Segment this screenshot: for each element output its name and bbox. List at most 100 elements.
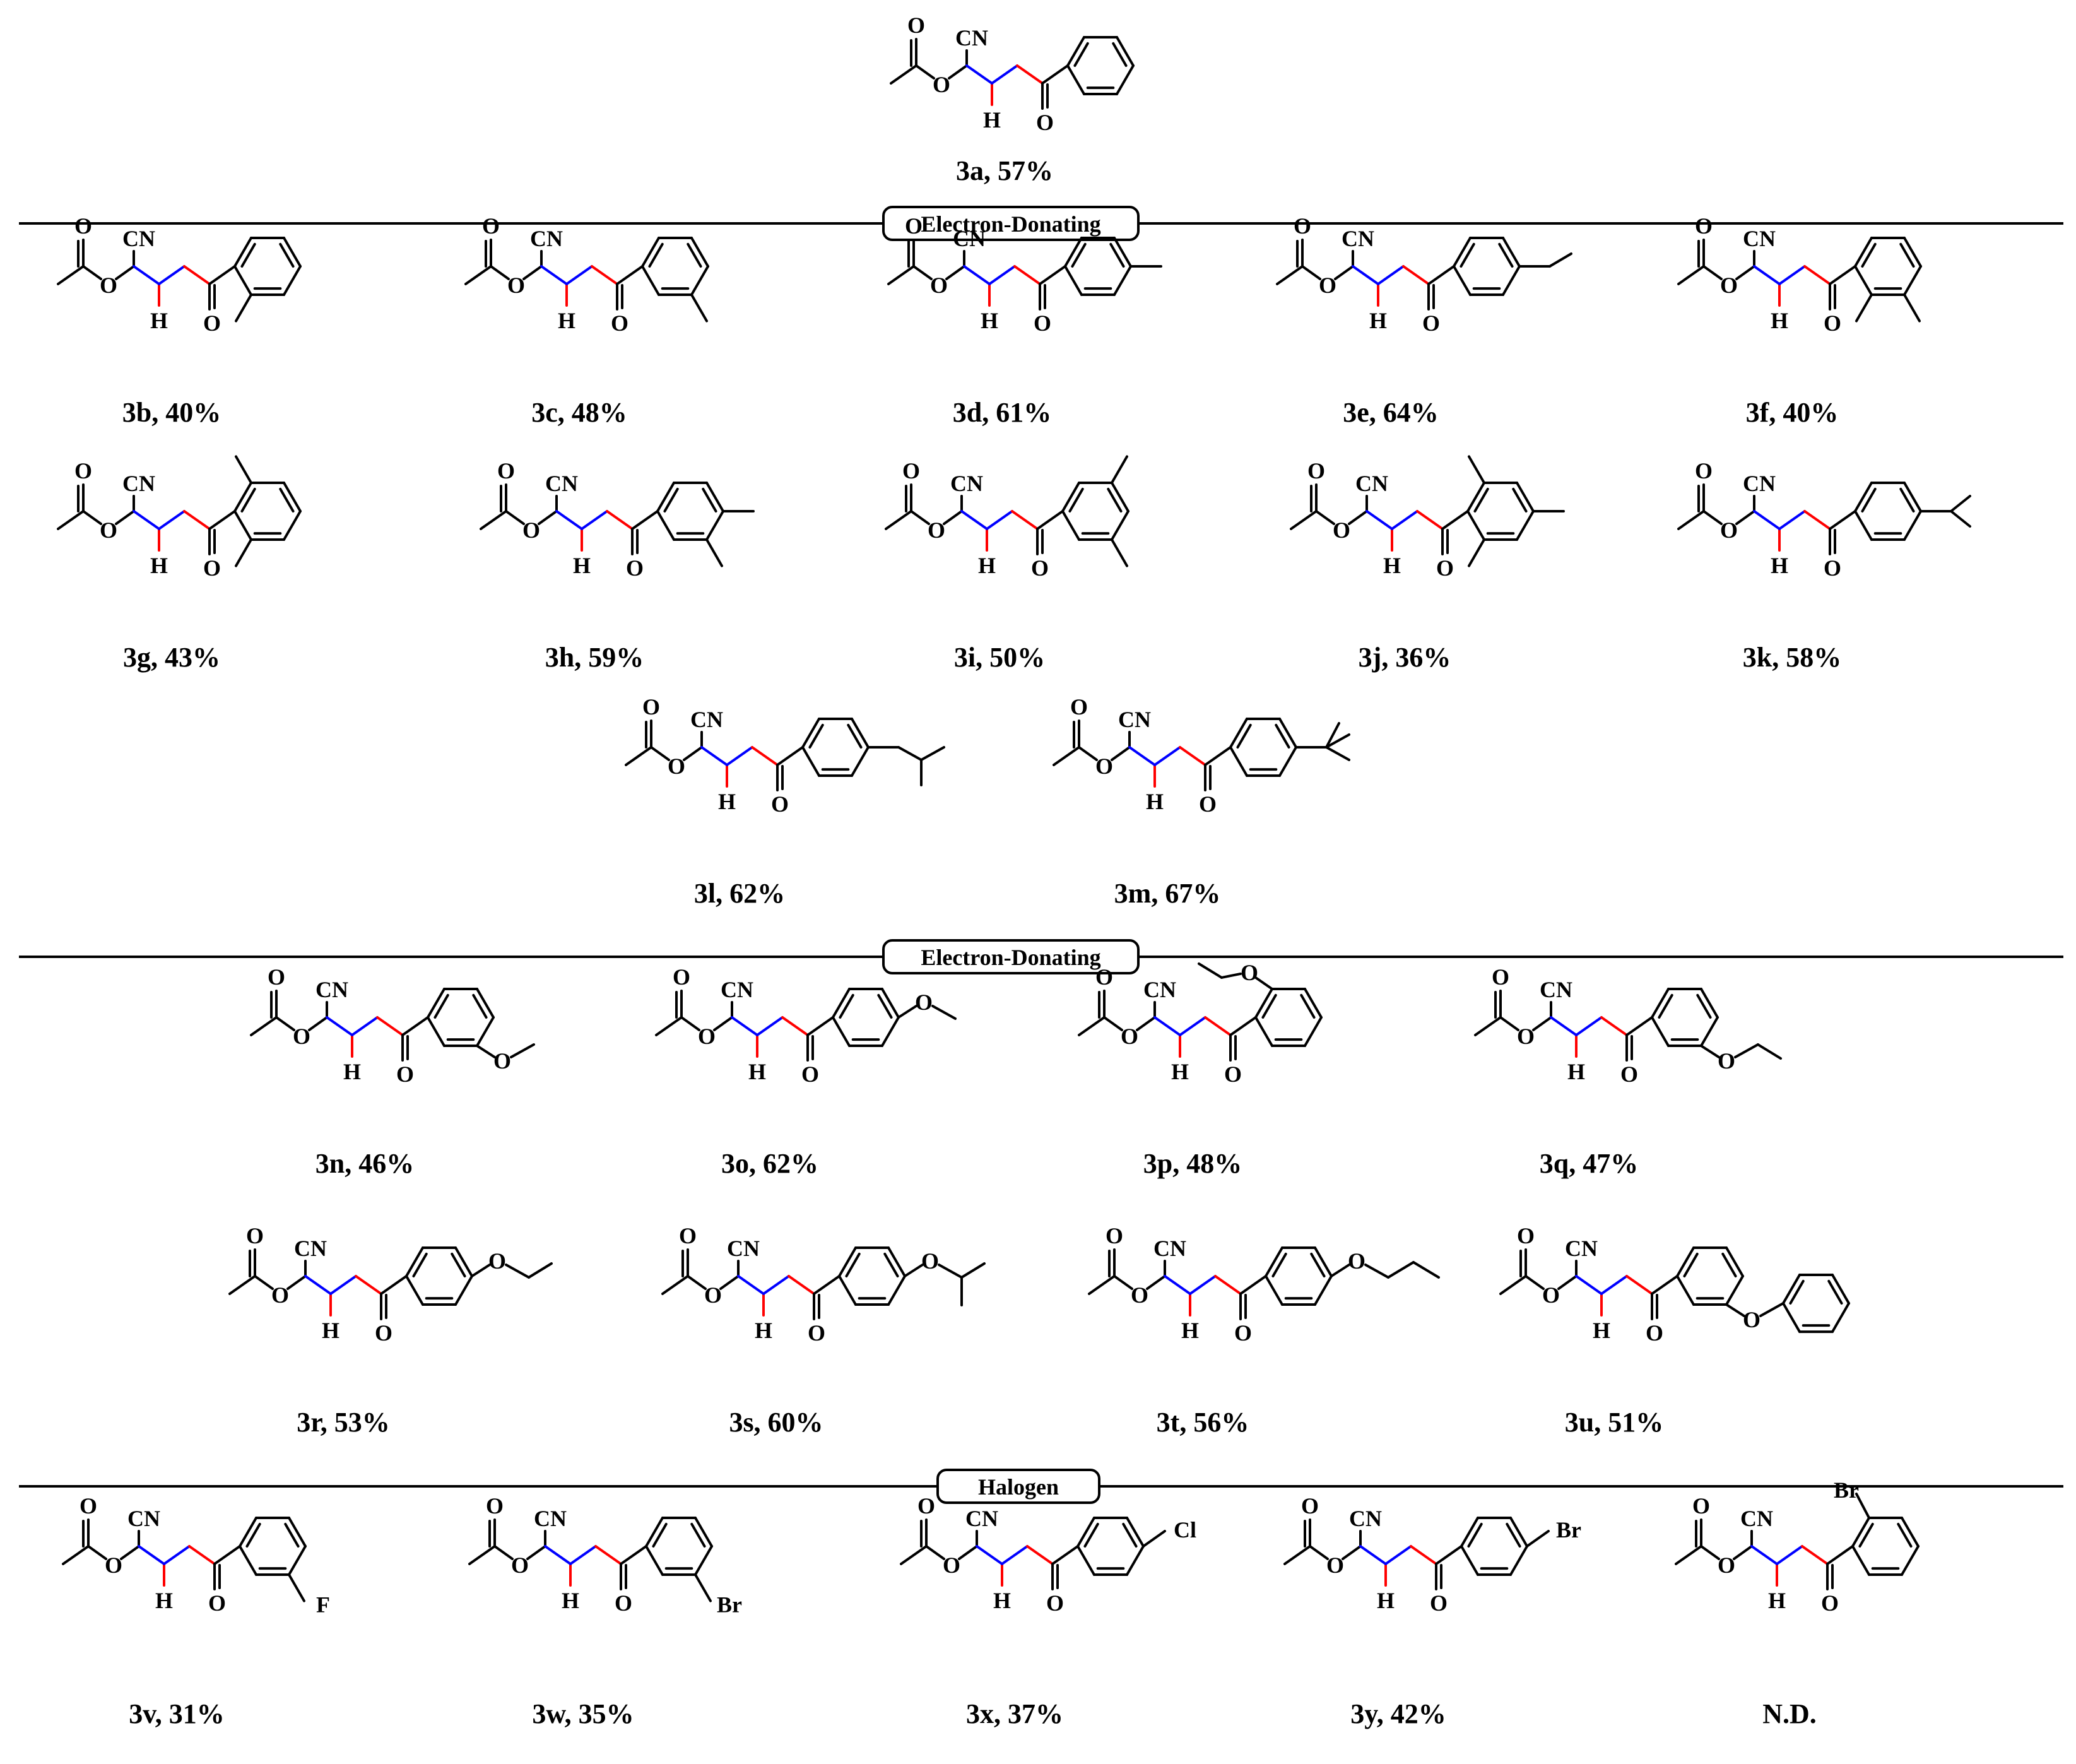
nitrile-label: CN	[1565, 1236, 1598, 1261]
hydrogen-label: H	[718, 789, 736, 814]
hydrogen-label: H	[150, 553, 168, 578]
ester-oxygen-label: O	[1319, 273, 1336, 298]
hydrogen-label: H	[562, 1588, 579, 1613]
ester-oxygen-label: O	[698, 1024, 716, 1049]
ketone-oxygen-label: O	[396, 1062, 414, 1087]
nitrile-label: CN	[316, 977, 348, 1002]
ketone-oxygen-label: O	[1430, 1590, 1448, 1616]
acetyl-oxygen-label: O	[679, 1223, 697, 1248]
acetyl-oxygen-label: O	[905, 213, 923, 239]
acetyl-oxygen-label: O	[1492, 964, 1509, 990]
acetyl-oxygen-label: O	[673, 964, 690, 990]
hydrogen-label: H	[1771, 308, 1788, 333]
ketone-oxygen-label: O	[1034, 311, 1051, 336]
nitrile-label: CN	[1153, 1236, 1186, 1261]
ester-oxygen-label: O	[100, 273, 117, 298]
compound-caption: 3c, 48%	[531, 397, 627, 428]
ether-oxygen-label: O	[493, 1048, 511, 1074]
compound-caption: 3x, 37%	[966, 1698, 1063, 1729]
hydrogen-label: H	[155, 1588, 173, 1613]
ester-oxygen-label: O	[507, 273, 525, 298]
compound-caption: 3r, 53%	[297, 1407, 390, 1438]
hydrogen-label: H	[343, 1059, 361, 1084]
compound-caption: 3w, 35%	[532, 1698, 634, 1729]
ketone-oxygen-label: O	[1031, 555, 1049, 581]
compound-caption: 3p, 48%	[1143, 1148, 1242, 1179]
ether-oxygen-label: O	[915, 990, 933, 1015]
halogen-label: Br	[1834, 1477, 1859, 1503]
hydrogen-label: H	[1593, 1318, 1610, 1343]
hydrogen-label: H	[755, 1318, 772, 1343]
nitrile-label: CN	[1143, 977, 1176, 1002]
section-label-box: Halogen	[936, 1469, 1100, 1504]
nitrile-label: CN	[294, 1236, 327, 1261]
acetyl-oxygen-label: O	[902, 458, 920, 483]
nitrile-label: CN	[545, 471, 578, 496]
ketone-oxygen-label: O	[801, 1062, 819, 1087]
acetyl-oxygen-label: O	[80, 1493, 97, 1518]
ketone-oxygen-label: O	[203, 311, 221, 336]
ketone-oxygen-label: O	[1422, 311, 1440, 336]
compound-caption: 3h, 59%	[545, 642, 644, 673]
nitrile-label: CN	[955, 25, 988, 50]
hydrogen-label: H	[558, 308, 575, 333]
compound-caption: 3t, 56%	[1157, 1407, 1249, 1438]
compound-caption: 3o, 62%	[721, 1148, 818, 1179]
compound-caption: 3i, 50%	[954, 642, 1045, 673]
compound-caption: 3q, 47%	[1540, 1148, 1638, 1179]
hydrogen-label: H	[1771, 553, 1788, 578]
hydrogen-label: H	[983, 107, 1001, 133]
ester-oxygen-label: O	[1131, 1282, 1148, 1308]
ether-oxygen-label: O	[921, 1248, 939, 1274]
hydrogen-label: H	[1369, 308, 1387, 333]
hydrogen-label: H	[748, 1059, 766, 1084]
hydrogen-label: H	[1181, 1318, 1199, 1343]
nitrile-label: CN	[721, 977, 753, 1002]
ester-oxygen-label: O	[943, 1553, 960, 1578]
compound-caption: 3b, 40%	[122, 397, 221, 428]
nitrile-label: CN	[1740, 1506, 1773, 1531]
ketone-oxygen-label: O	[203, 555, 221, 581]
ester-oxygen-label: O	[522, 518, 540, 543]
compound-caption: 3e, 64%	[1343, 397, 1439, 428]
ether-oxygen-label: O	[1348, 1248, 1365, 1274]
hydrogen-label: H	[150, 308, 168, 333]
nitrile-label: CN	[1743, 226, 1776, 251]
section-dividers: Electron-Donating Electron-Donating Halo…	[19, 206, 2063, 1504]
nitrile-label: CN	[727, 1236, 760, 1261]
ester-oxygen-label: O	[933, 72, 950, 97]
compound-caption: 3l, 62%	[694, 878, 785, 909]
ester-oxygen-label: O	[100, 518, 117, 543]
ketone-oxygen-label: O	[1436, 555, 1454, 581]
acetyl-oxygen-label: O	[642, 694, 660, 719]
ester-oxygen-label: O	[1720, 518, 1738, 543]
acetyl-oxygen-label: O	[1695, 213, 1713, 239]
compound-caption: 3s, 60%	[729, 1407, 823, 1438]
hydrogen-label: H	[1383, 553, 1401, 578]
ester-oxygen-label: O	[1542, 1282, 1560, 1308]
compound-caption: N.D.	[1762, 1698, 1817, 1729]
acetyl-oxygen-label: O	[482, 213, 500, 239]
nitrile-label: CN	[1540, 977, 1572, 1002]
ketone-oxygen-label: O	[1199, 791, 1217, 817]
nitrile-label: CN	[1349, 1506, 1382, 1531]
hydrogen-label: H	[573, 553, 591, 578]
ester-oxygen-label: O	[930, 273, 948, 298]
nitrile-label: CN	[950, 471, 983, 496]
acetyl-oxygen-label: O	[268, 964, 285, 990]
compound-caption: 3k, 58%	[1743, 642, 1841, 673]
nitrile-label: CN	[530, 226, 563, 251]
hydrogen-label: H	[981, 308, 998, 333]
